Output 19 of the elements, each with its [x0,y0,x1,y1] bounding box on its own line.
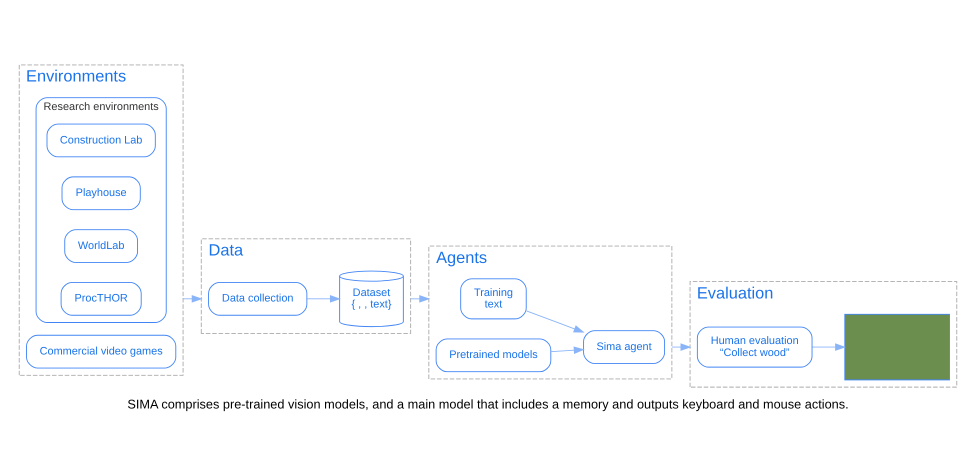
arrow [812,343,846,351]
arrow [550,346,585,354]
node-box: Pretrained models [436,338,552,372]
node-box: Playhouse [62,176,141,210]
caption: SIMA comprises pre-trained vision models, and a main model that includes a memory and outputs keyboard and mouse actions. [127,396,849,412]
node-box: ProcTHOR [60,282,142,316]
node-box [844,314,950,380]
arrow [671,343,692,351]
node-box: Commercial video games [26,334,176,368]
arrow [306,295,341,303]
node-box: Data collection [208,282,308,316]
node-box: WorldLab [64,229,138,263]
node-box: Construction Lab [46,124,156,158]
node-box: Human evaluation “Collect wood” [696,326,812,368]
node-box: Sima agent [583,330,666,364]
arrow [410,295,430,303]
arrow [526,310,585,333]
node-box: Training text [460,278,527,320]
arrow [182,295,203,303]
